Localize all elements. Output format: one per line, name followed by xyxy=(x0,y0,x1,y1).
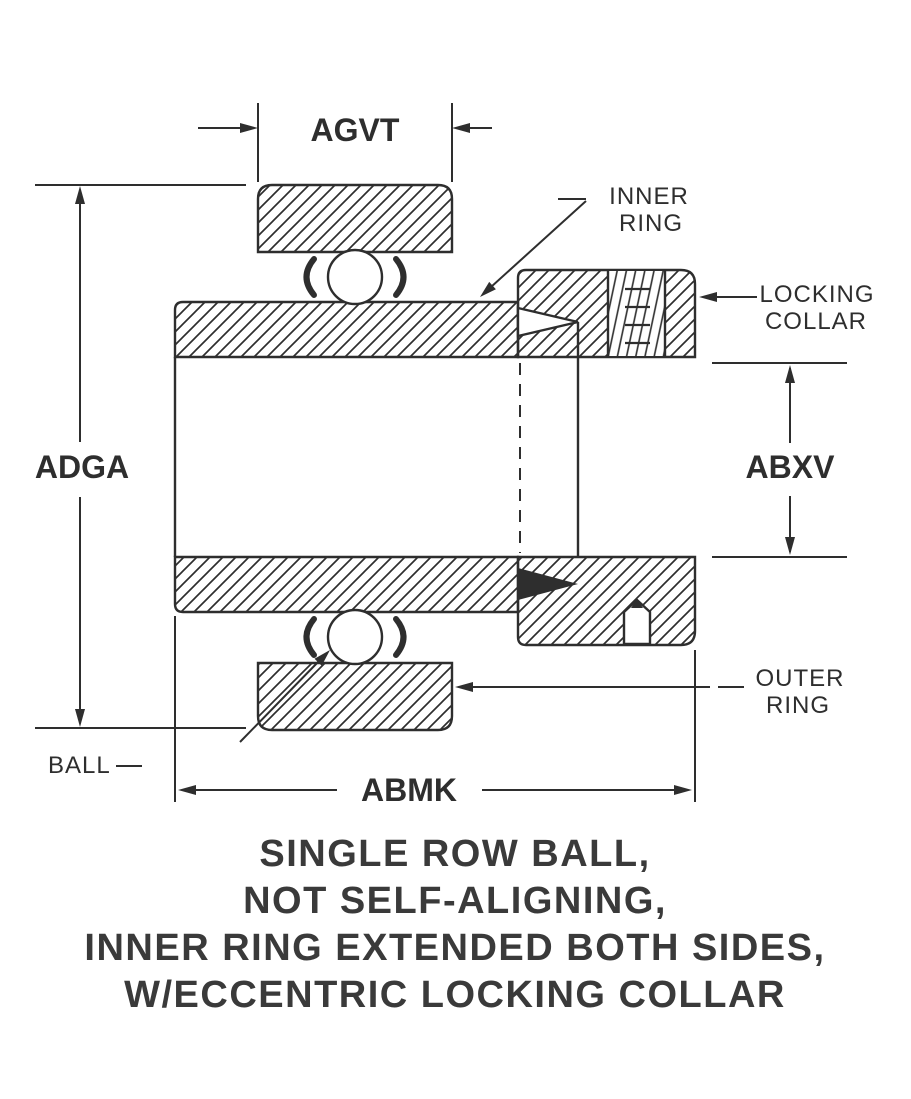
eccentric-recess-top xyxy=(516,306,579,338)
label-locking-collar: LOCKING COLLAR xyxy=(699,281,874,335)
dimension-abmk: ABMK xyxy=(174,616,696,808)
inner-ring-label-line2: RING xyxy=(619,210,683,237)
adga-label: ADGA xyxy=(35,449,129,485)
set-screw-bottom xyxy=(622,598,652,646)
eccentric-recess-bottom xyxy=(518,568,578,600)
outer-ring-label-line1: OUTER xyxy=(756,665,845,692)
caption-line-2: NOT SELF-ALIGNING, xyxy=(243,880,667,922)
outer-ring-top-section xyxy=(256,183,454,254)
caption: SINGLE ROW BALL, NOT SELF-ALIGNING, INNE… xyxy=(84,833,825,1016)
label-inner-ring: INNER RING xyxy=(480,183,689,297)
outer-ring-label-line2: RING xyxy=(766,692,830,719)
race-shoulder-top-right xyxy=(393,256,407,298)
locking-collar-bottom-section xyxy=(516,555,697,647)
inner-ring-label-line1: INNER xyxy=(609,183,689,210)
race-shoulder-bottom-left xyxy=(303,616,317,658)
bearing-cross-section xyxy=(173,183,697,732)
locking-collar-label-line1: LOCKING xyxy=(759,281,874,308)
set-screw-threads xyxy=(608,271,665,356)
race-shoulder-bottom-right xyxy=(393,616,407,658)
ball-arrowhead xyxy=(314,650,330,666)
adga-arrowhead-up xyxy=(75,186,85,204)
caption-line-1: SINGLE ROW BALL, xyxy=(259,833,650,875)
ball-label: BALL xyxy=(48,752,111,779)
ball-top xyxy=(326,248,384,306)
abmk-arrowhead-left xyxy=(178,785,196,795)
label-ball: BALL xyxy=(48,650,330,779)
dimension-agvt: AGVT xyxy=(198,103,492,182)
set-screw-bottom-tip xyxy=(631,599,643,608)
caption-line-3: INNER RING EXTENDED BOTH SIDES, xyxy=(84,927,825,969)
outer-ring-bottom-section xyxy=(256,661,454,732)
locking-collar-label-line2: COLLAR xyxy=(765,308,867,335)
abxv-arrowhead-down xyxy=(785,537,795,555)
abxv-arrowhead-up xyxy=(785,365,795,383)
outer-ring-arrowhead xyxy=(455,682,473,692)
agvt-arrowhead-left xyxy=(240,123,258,133)
inner-ring-top-section xyxy=(173,300,520,359)
race-shoulder-top-left xyxy=(303,256,317,298)
agvt-arrowhead-right xyxy=(452,123,470,133)
dimension-adga: ADGA xyxy=(35,184,246,729)
ball-leader-line xyxy=(239,659,321,743)
abmk-arrowhead-right xyxy=(674,785,692,795)
locking-collar-arrowhead xyxy=(699,292,717,302)
set-screw-thread-marks xyxy=(625,287,650,345)
dimension-abxv: ABXV xyxy=(712,362,847,558)
inner-ring-bottom-section xyxy=(173,555,520,614)
caption-line-4: W/ECCENTRIC LOCKING COLLAR xyxy=(124,974,786,1016)
abmk-label: ABMK xyxy=(361,772,457,808)
label-outer-ring: OUTER RING xyxy=(455,665,845,719)
inner-ring-leader-line xyxy=(490,200,587,288)
agvt-label: AGVT xyxy=(311,112,400,148)
abxv-label: ABXV xyxy=(746,449,836,485)
inner-ring-arrowhead xyxy=(480,281,496,297)
adga-arrowhead-down xyxy=(75,709,85,727)
ball-bottom xyxy=(326,608,384,666)
